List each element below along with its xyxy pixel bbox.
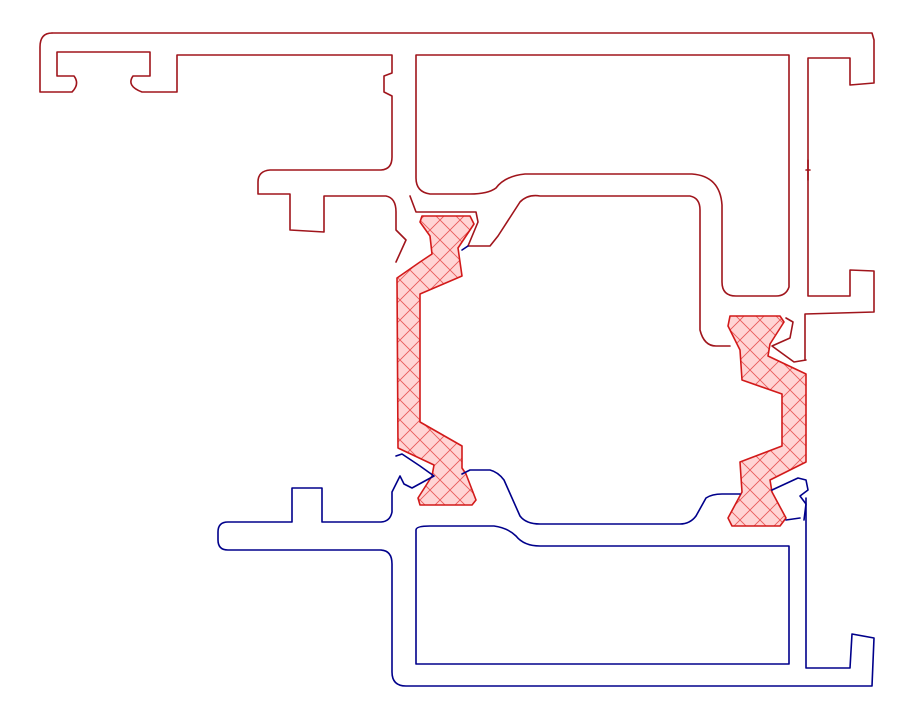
- thermal-break-left: [396, 215, 477, 506]
- upper-left-lip: [39, 32, 407, 263]
- upper-aluminium-profile: [39, 32, 875, 363]
- upper-inner-chamber: [415, 54, 790, 297]
- upper-top-flange: [51, 32, 875, 361]
- upper-left-clip: [409, 194, 731, 347]
- lower-middle-wall: [461, 469, 741, 525]
- thermal-break-group: [396, 215, 807, 527]
- upper-right-clip: [771, 317, 807, 363]
- thermal-break-right: [727, 315, 807, 527]
- lower-aluminium-profile: [217, 245, 875, 687]
- lower-inner-chamber: [415, 525, 790, 665]
- lower-left-clip: [217, 453, 875, 687]
- upper-vertical-edge: [805, 159, 811, 181]
- lower-left-step: [461, 245, 469, 251]
- lower-right-clip: [771, 477, 809, 521]
